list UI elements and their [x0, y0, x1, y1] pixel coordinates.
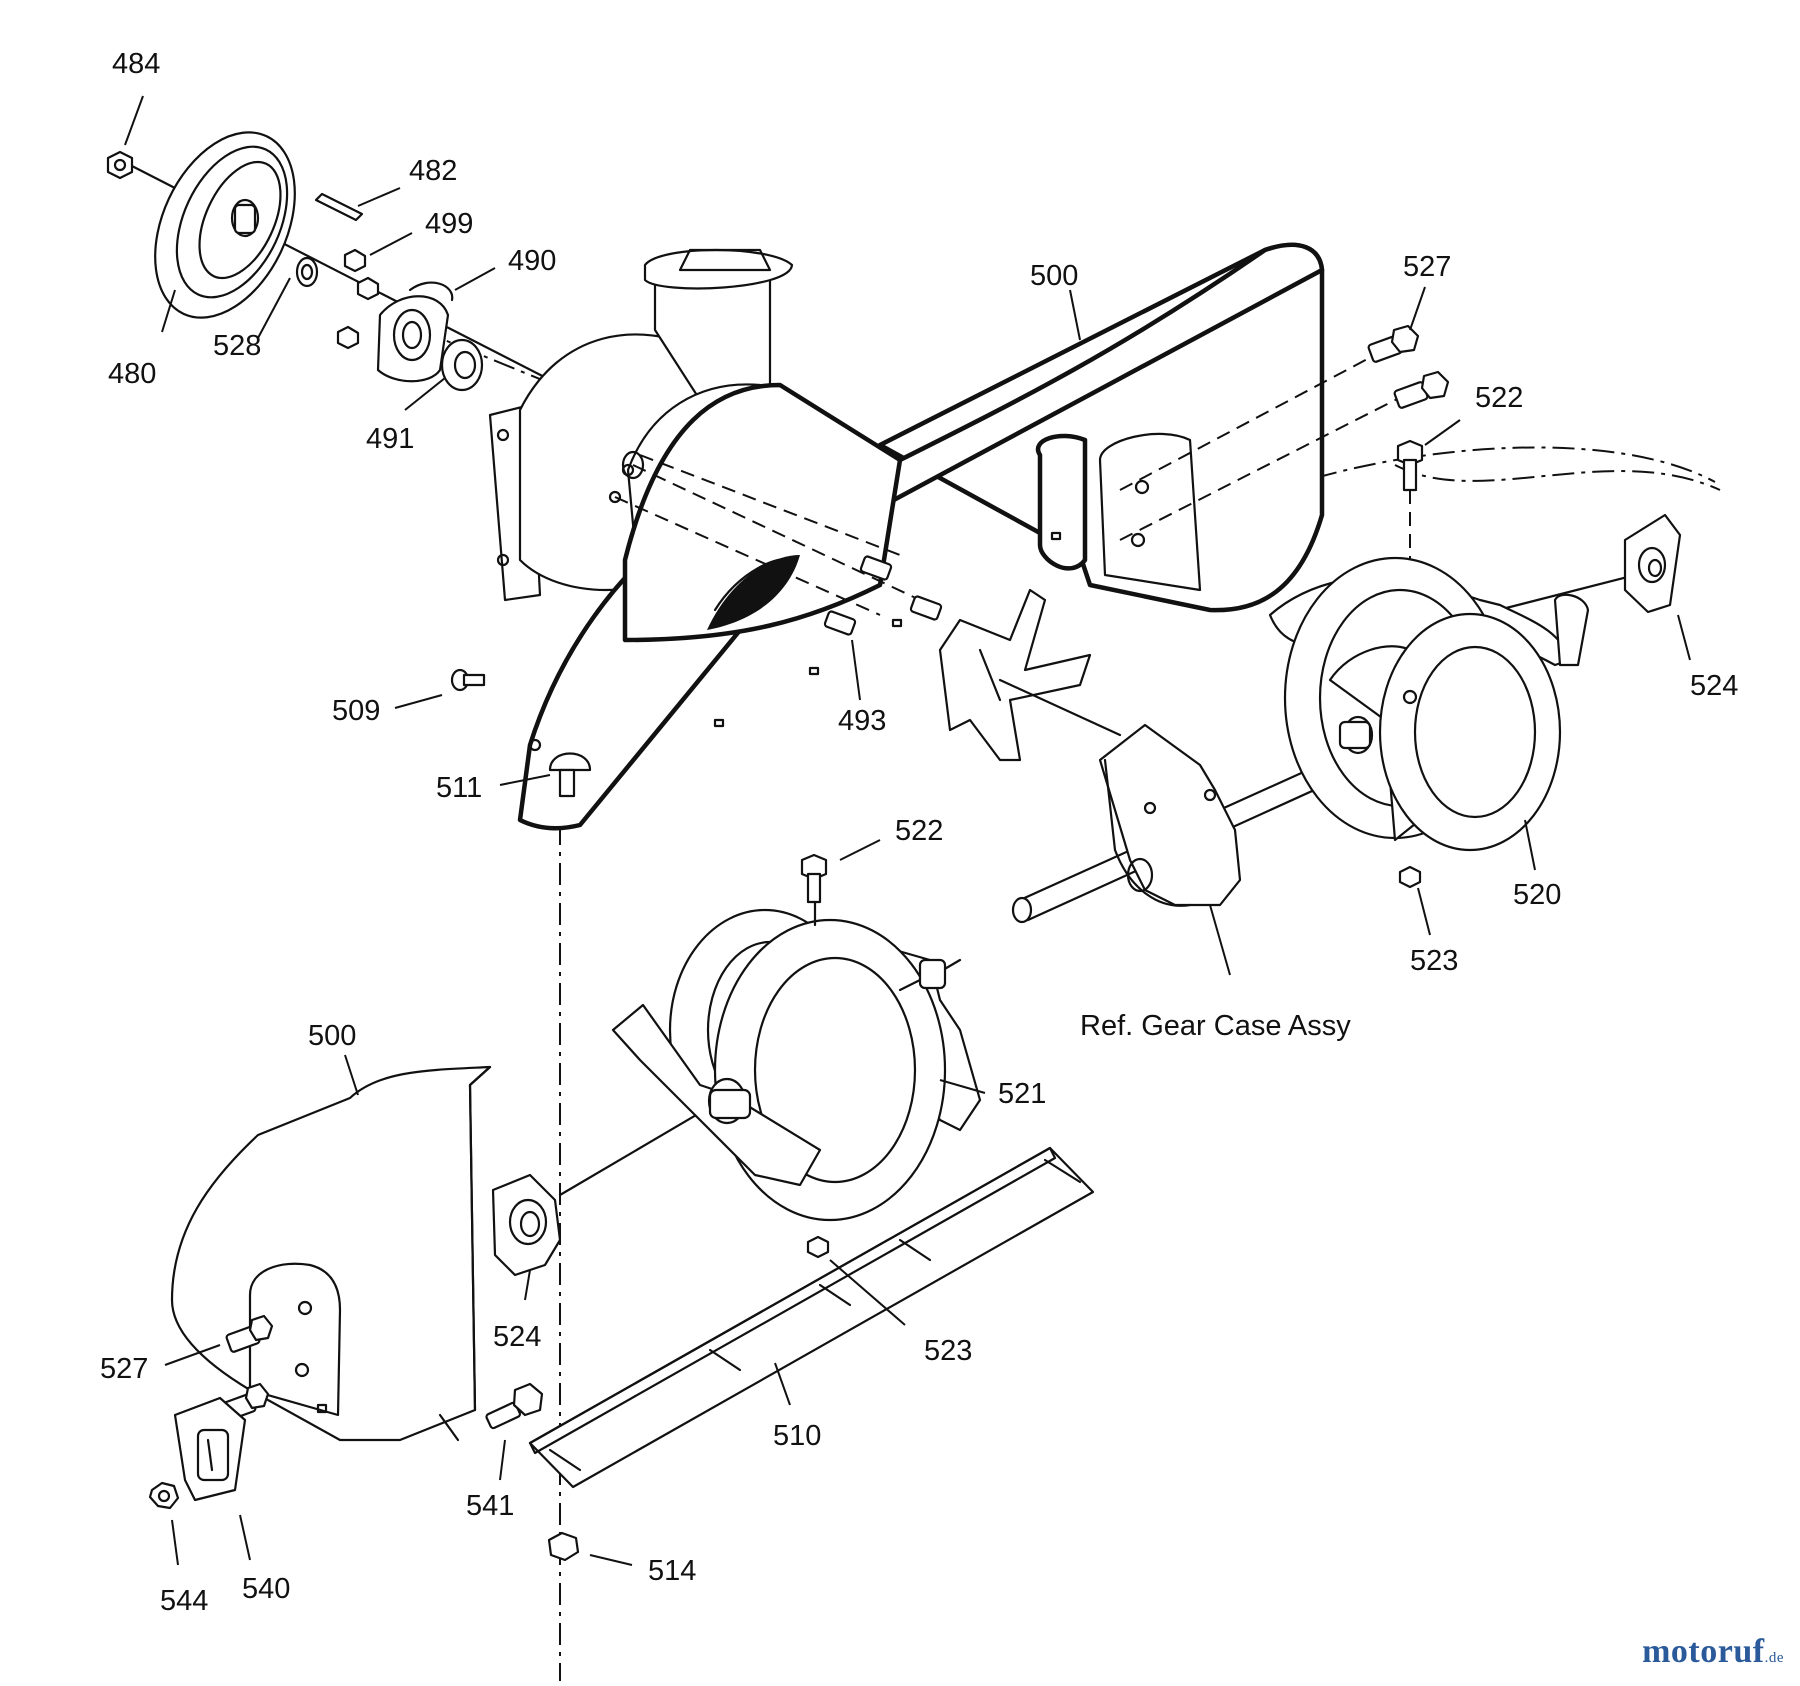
- washer-528: [295, 256, 319, 288]
- bolt-522-mid: [800, 853, 828, 927]
- nut-514: [547, 1531, 580, 1562]
- label-520: 520: [1513, 879, 1561, 911]
- nut-523-bottom: [806, 1235, 830, 1259]
- bolts-499: [336, 248, 380, 350]
- label-523-bottom: 523: [924, 1335, 972, 1367]
- bolt-541: [485, 1382, 544, 1430]
- auger-521: [611, 908, 982, 1222]
- nut-484: [106, 150, 134, 180]
- impeller: [938, 588, 1122, 762]
- label-500-top: 500: [1030, 260, 1078, 292]
- watermark-main: motoruf: [1642, 1633, 1765, 1670]
- label-527-bottom: 527: [100, 1353, 148, 1385]
- gear-case: [1098, 723, 1242, 907]
- label-482: 482: [409, 155, 457, 187]
- auger-520: [1268, 556, 1590, 852]
- label-510: 510: [773, 1420, 821, 1452]
- label-514: 514: [648, 1555, 696, 1587]
- label-544: 544: [160, 1585, 208, 1617]
- label-490: 490: [508, 245, 556, 277]
- label-521: 521: [998, 1078, 1046, 1110]
- part-labels: 484 482 499 490 480 528 491 500 527 522 …: [100, 48, 1738, 1617]
- label-522-top: 522: [1475, 382, 1523, 414]
- label-524-left: 524: [493, 1321, 541, 1353]
- label-541: 541: [466, 1490, 514, 1522]
- bearing-491: [440, 338, 484, 392]
- label-484: 484: [112, 48, 160, 80]
- label-511: 511: [436, 772, 482, 804]
- scraper-bar-510: [528, 1146, 1095, 1489]
- skid-shoe-540: [173, 1396, 247, 1502]
- bolts-493: [823, 555, 943, 636]
- key-482: [314, 192, 364, 222]
- pulley-480: [154, 131, 296, 319]
- bolts-527-top: [1367, 324, 1450, 409]
- nut-523-right: [1398, 865, 1422, 889]
- label-523-right: 523: [1410, 945, 1458, 977]
- side-plate-500: [170, 1065, 492, 1442]
- bolt-522-top: [1396, 439, 1424, 492]
- label-540: 540: [242, 1573, 290, 1605]
- watermark-logo: motoruf.de: [1642, 1633, 1784, 1671]
- label-499: 499: [425, 208, 473, 240]
- label-527-top: 527: [1403, 251, 1451, 283]
- label-522-mid: 522: [895, 815, 943, 847]
- hardware-dash-lines: [614, 354, 1411, 700]
- ref-gear-case-label: Ref. Gear Case Assy: [1080, 1010, 1351, 1042]
- carriage-bolt-511: [548, 752, 592, 798]
- label-491: 491: [366, 423, 414, 455]
- label-509: 509: [332, 695, 380, 727]
- label-500-bottom: 500: [308, 1020, 356, 1052]
- label-480: 480: [108, 358, 156, 390]
- nut-544: [148, 1481, 180, 1510]
- label-524-right: 524: [1690, 670, 1738, 702]
- auger-housing-500: [488, 242, 1325, 831]
- bolt-509: [450, 668, 486, 692]
- watermark-tld: .de: [1764, 1650, 1784, 1666]
- leader-lines: [124, 95, 1691, 1566]
- bearing-flange-490: [376, 281, 454, 383]
- label-493: 493: [838, 705, 886, 737]
- bearing-524-right: [1623, 513, 1682, 614]
- bearing-524-left: [491, 1173, 562, 1277]
- label-528: 528: [213, 330, 261, 362]
